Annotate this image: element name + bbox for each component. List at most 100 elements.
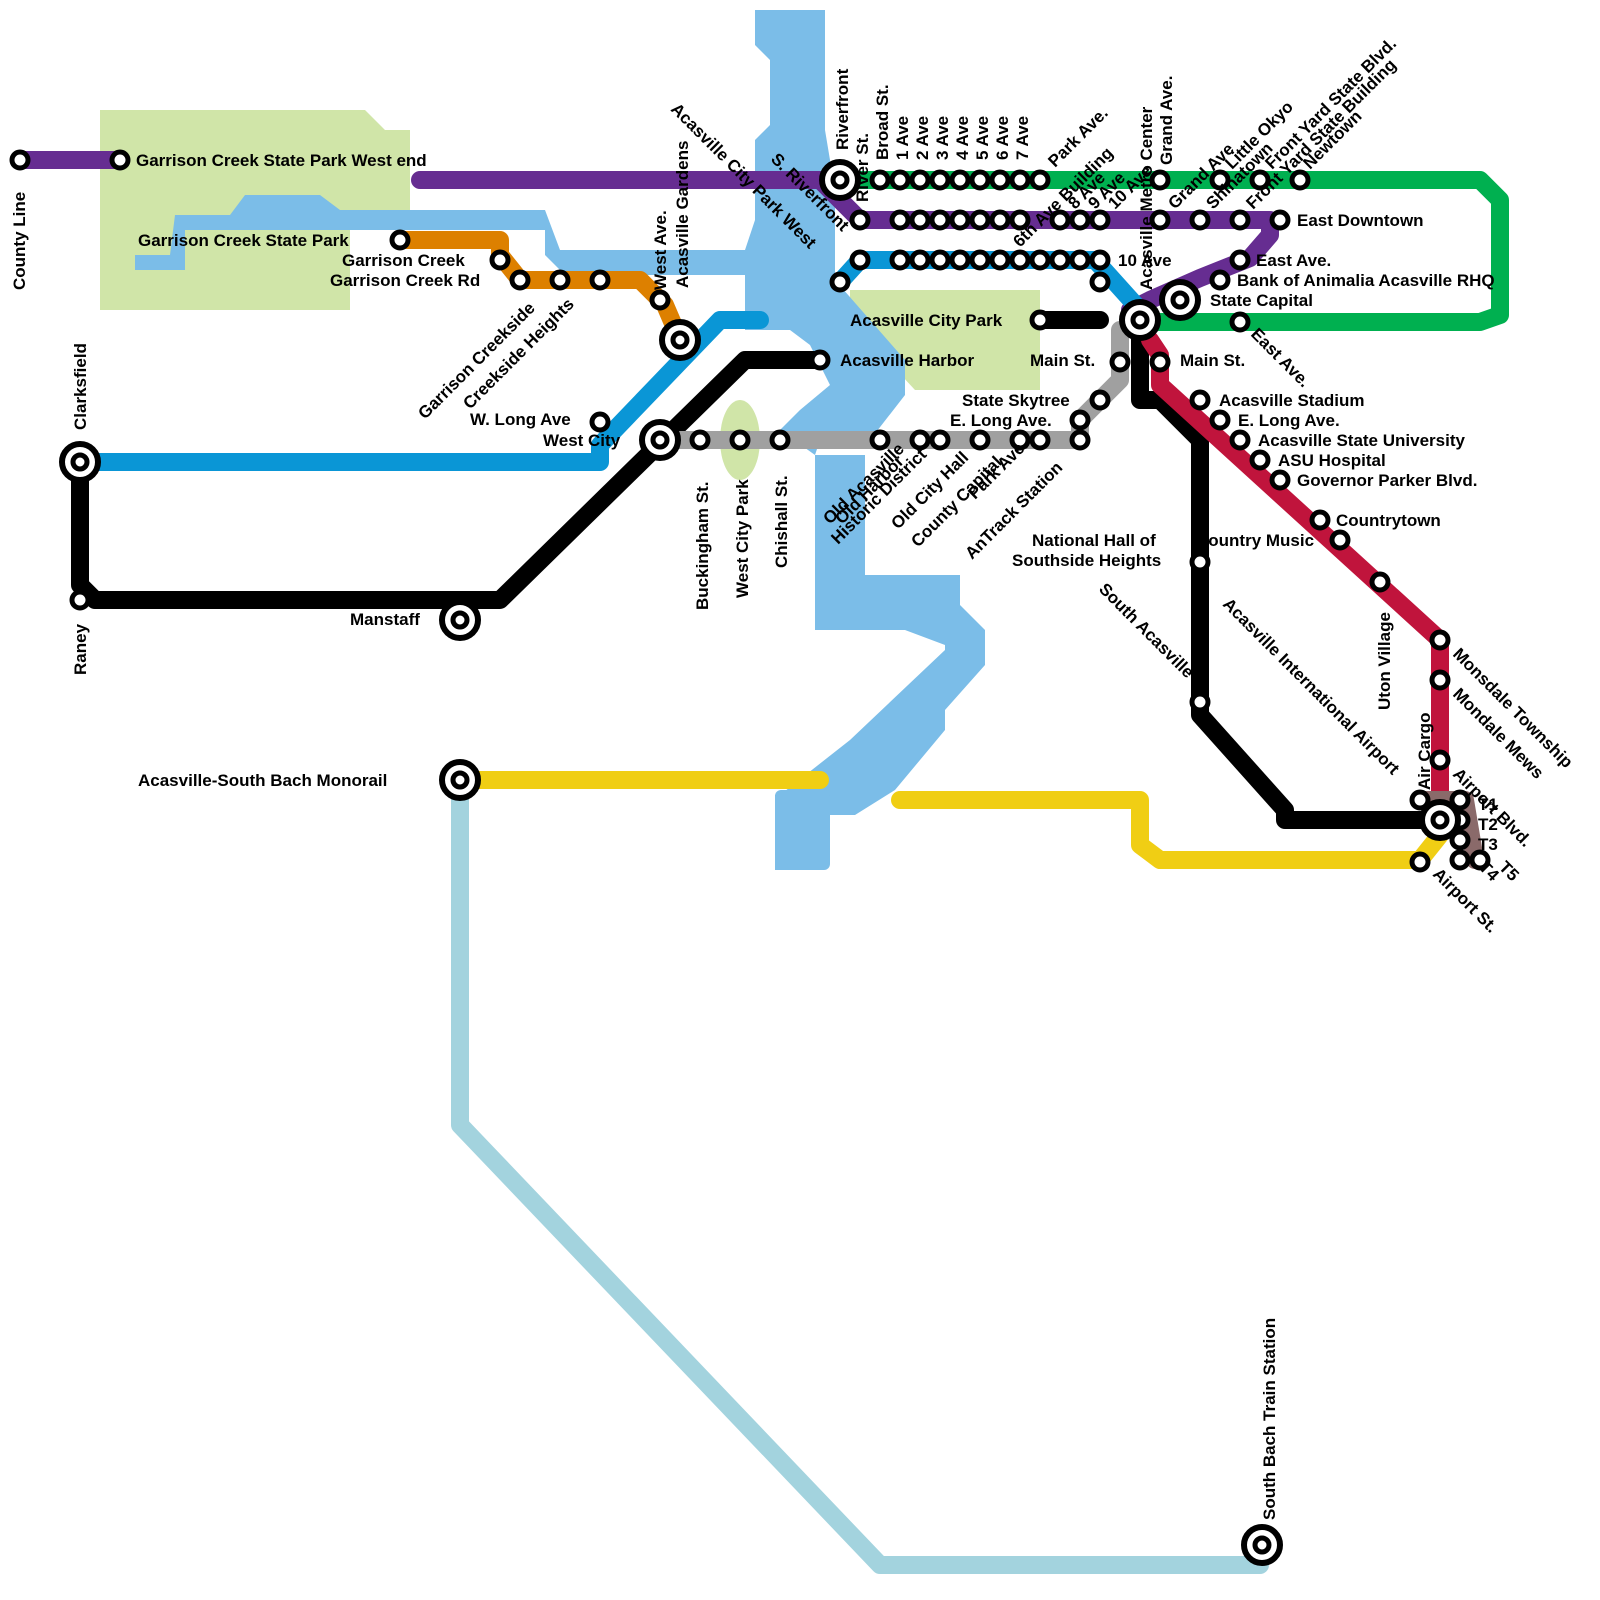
station-marker[interactable] xyxy=(1109,351,1131,373)
station-marker[interactable] xyxy=(769,429,791,451)
label-east-ave-green[interactable]: East Ave. xyxy=(1247,324,1314,391)
interchange-station-marker[interactable] xyxy=(439,599,481,641)
station-marker[interactable] xyxy=(1429,629,1451,651)
station-marker[interactable] xyxy=(1009,429,1031,451)
station-marker[interactable] xyxy=(1329,529,1351,551)
station-marker[interactable] xyxy=(1229,249,1251,271)
label-t3[interactable]: T3 xyxy=(1478,835,1498,854)
station-marker[interactable] xyxy=(989,249,1011,271)
station-marker[interactable] xyxy=(1209,169,1231,191)
station-marker[interactable] xyxy=(1049,209,1071,231)
label-gcsp-west-end[interactable]: Garrison Creek State Park West end xyxy=(136,151,427,170)
label-west-ave[interactable]: West Ave. xyxy=(651,210,670,290)
station-marker[interactable] xyxy=(1449,829,1471,851)
station-marker[interactable] xyxy=(1409,851,1431,873)
label-buckingham[interactable]: Buckingham St. xyxy=(693,482,712,610)
station-marker[interactable] xyxy=(1029,169,1051,191)
label-county-line[interactable]: County Line xyxy=(10,192,29,290)
station-marker[interactable] xyxy=(1009,249,1031,271)
station-marker[interactable] xyxy=(1249,449,1271,471)
interchange-station-marker[interactable] xyxy=(1419,799,1461,841)
station-marker[interactable] xyxy=(949,209,971,231)
station-marker[interactable] xyxy=(1469,849,1491,871)
station-marker[interactable] xyxy=(1429,669,1451,691)
station-marker[interactable] xyxy=(109,149,131,171)
label-clarksfield[interactable]: Clarksfield xyxy=(71,343,90,430)
station-marker[interactable] xyxy=(549,269,571,291)
station-marker[interactable] xyxy=(1409,789,1431,811)
station-marker[interactable] xyxy=(969,169,991,191)
label-asu[interactable]: Acasville State University xyxy=(1258,431,1465,450)
station-marker[interactable] xyxy=(869,169,891,191)
label-riverfront[interactable]: Riverfront xyxy=(833,68,852,150)
station-marker[interactable] xyxy=(1029,429,1051,451)
label-nat-hall-1[interactable]: National Hall of xyxy=(1032,531,1156,550)
station-marker[interactable] xyxy=(1269,209,1291,231)
label-uton[interactable]: Uton Village xyxy=(1375,612,1394,710)
label-south-acasville[interactable]: South Acasville xyxy=(1095,579,1198,682)
station-marker[interactable] xyxy=(1189,551,1211,573)
label-state-skytree[interactable]: State Skytree xyxy=(962,391,1070,410)
label-stadium[interactable]: Acasville Stadium xyxy=(1219,391,1365,410)
interchange-station-marker[interactable] xyxy=(59,441,101,483)
station-marker[interactable] xyxy=(1269,469,1291,491)
station-marker[interactable] xyxy=(1009,209,1031,231)
station-marker[interactable] xyxy=(1369,571,1391,593)
station-marker[interactable] xyxy=(969,249,991,271)
label-bank[interactable]: Bank of Animalia Acasville RHQ xyxy=(1237,271,1495,290)
station-marker[interactable] xyxy=(1229,429,1251,451)
station-marker[interactable] xyxy=(1229,209,1251,231)
interchange-station-marker[interactable] xyxy=(819,159,861,201)
station-marker[interactable] xyxy=(1149,209,1171,231)
station-marker[interactable] xyxy=(1089,271,1111,293)
station-marker[interactable] xyxy=(489,249,511,271)
station-marker[interactable] xyxy=(1029,249,1051,271)
station-marker[interactable] xyxy=(929,249,951,271)
station-marker[interactable] xyxy=(589,411,611,433)
label-garrison-creek[interactable]: Garrison Creek xyxy=(342,251,465,270)
interchange-station-marker[interactable] xyxy=(1159,279,1201,321)
label-e-long-ave-gray[interactable]: E. Long Ave. xyxy=(950,411,1052,430)
station-marker[interactable] xyxy=(929,209,951,231)
label-river-st[interactable]: River St. xyxy=(853,133,872,202)
station-marker[interactable] xyxy=(909,429,931,451)
station-marker[interactable] xyxy=(1449,849,1471,871)
station-marker[interactable] xyxy=(1029,309,1051,331)
station-marker[interactable] xyxy=(1449,789,1471,811)
label-gov-parker[interactable]: Governor Parker Blvd. xyxy=(1297,471,1477,490)
station-marker[interactable] xyxy=(929,169,951,191)
label-5-ave[interactable]: 5 Ave xyxy=(973,116,992,160)
station-marker[interactable] xyxy=(829,271,851,293)
station-marker[interactable] xyxy=(869,429,891,451)
label-harbor[interactable]: Acasville Harbor xyxy=(840,351,975,370)
station-marker[interactable] xyxy=(1069,429,1091,451)
station-marker[interactable] xyxy=(1089,249,1111,271)
station-marker[interactable] xyxy=(889,249,911,271)
label-state-capital[interactable]: State Capital xyxy=(1210,291,1313,310)
label-south-bach[interactable]: South Bach Train Station xyxy=(1260,1318,1279,1520)
label-main-st-east[interactable]: Main St. xyxy=(1180,351,1245,370)
interchange-station-marker[interactable] xyxy=(1241,1524,1283,1566)
station-marker[interactable] xyxy=(509,269,531,291)
station-marker[interactable] xyxy=(989,209,1011,231)
label-2-ave[interactable]: 2 Ave xyxy=(913,116,932,160)
label-nat-hall-2[interactable]: Country Music xyxy=(1196,531,1314,550)
label-chishall[interactable]: Chishall St. xyxy=(772,475,791,568)
station-marker[interactable] xyxy=(1089,209,1111,231)
station-marker[interactable] xyxy=(969,209,991,231)
label-east-ave[interactable]: East Ave. xyxy=(1256,251,1331,270)
label-acasville-gardens[interactable]: Acasville Gardens xyxy=(673,141,692,288)
station-marker[interactable] xyxy=(849,249,871,271)
label-monorail[interactable]: Acasville-South Bach Monorail xyxy=(138,771,387,790)
station-marker[interactable] xyxy=(1009,169,1031,191)
station-marker[interactable] xyxy=(909,169,931,191)
label-6-ave[interactable]: 6 Ave xyxy=(993,116,1012,160)
station-marker[interactable] xyxy=(1049,249,1071,271)
station-marker[interactable] xyxy=(1209,409,1231,431)
interchange-station-marker[interactable] xyxy=(659,319,701,361)
station-marker[interactable] xyxy=(589,269,611,291)
label-w-long-ave[interactable]: W. Long Ave xyxy=(470,410,571,429)
station-marker[interactable] xyxy=(889,209,911,231)
label-7-ave[interactable]: 7 Ave xyxy=(1013,116,1032,160)
interchange-station-marker[interactable] xyxy=(1119,299,1161,341)
